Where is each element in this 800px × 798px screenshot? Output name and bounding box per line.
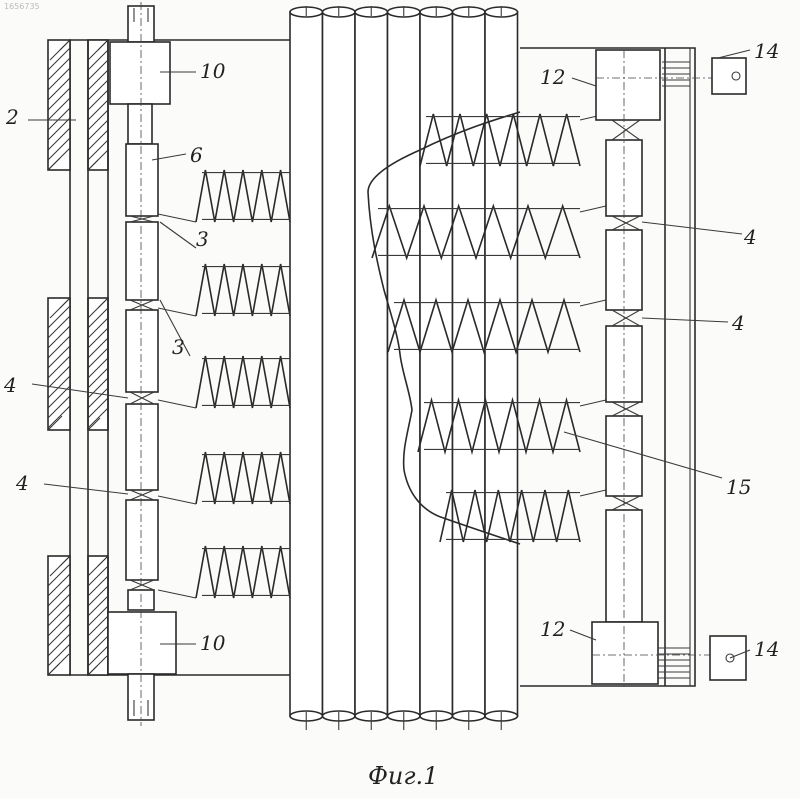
label-10-bottom: 10 — [200, 631, 226, 655]
label-2: 2 — [5, 105, 19, 129]
doc-id: 1656735 — [4, 2, 40, 11]
label-4-left-b: 4 — [15, 471, 29, 495]
roller — [126, 144, 158, 216]
label-12-bottom: 12 — [540, 617, 565, 641]
left-guides — [48, 40, 108, 675]
label-14-top: 14 — [754, 39, 779, 63]
label-14-bottom: 14 — [754, 637, 779, 661]
figure-caption: Фиг.1 — [368, 762, 438, 790]
roller — [126, 310, 158, 392]
roller — [126, 222, 158, 300]
roller — [126, 404, 158, 490]
roller — [126, 500, 158, 580]
label-4-left-a: 4 — [3, 373, 17, 397]
right-roller-column — [592, 50, 746, 690]
tube — [453, 12, 486, 716]
label-3-a: 3 — [196, 227, 209, 251]
label-4-right-a: 4 — [743, 225, 757, 249]
label-4-right-b: 4 — [731, 311, 745, 335]
tube — [355, 12, 388, 716]
tube — [388, 12, 421, 716]
tube — [290, 12, 323, 716]
tube — [420, 12, 453, 716]
label-6: 6 — [190, 143, 203, 167]
label-12-top: 12 — [540, 65, 565, 89]
tube — [323, 12, 356, 716]
label-3-b: 3 — [172, 335, 185, 359]
tube-bundle — [290, 6, 518, 730]
label-10-top: 10 — [200, 59, 226, 83]
label-15: 15 — [726, 475, 751, 499]
left-roller-column — [108, 2, 176, 726]
